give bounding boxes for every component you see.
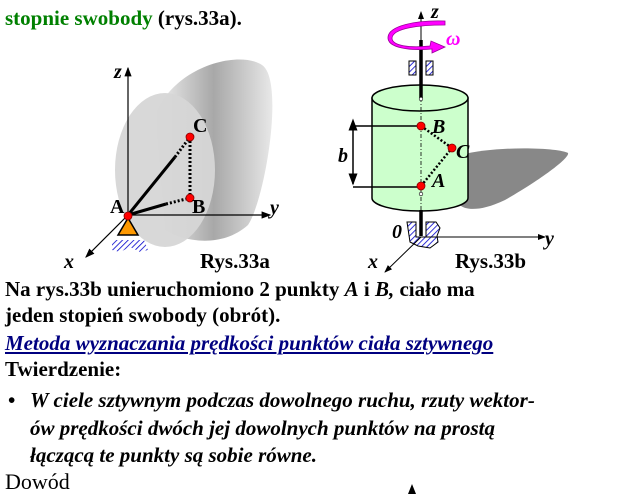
bearing-right <box>425 60 434 76</box>
axis-x-line <box>85 214 129 258</box>
axis-x-label: x <box>367 251 378 273</box>
axis-y-label: y <box>543 228 554 250</box>
figure-a-caption: Rys.33a <box>200 249 270 273</box>
point-a-label: A <box>430 170 445 192</box>
bottom-bearing <box>406 221 441 249</box>
origin-label: 0 <box>392 221 402 243</box>
proof-heading: Dowód <box>5 469 70 494</box>
point-a-label: A <box>110 196 125 218</box>
support-triangle <box>116 216 140 236</box>
shaft-end-top <box>418 96 424 102</box>
paragraph-text: ciało ma <box>394 277 475 301</box>
paragraph-line-2: jeden stopień swobody (obrót). <box>5 303 281 327</box>
theorem-line-1: W ciele sztywnym podczas dowolnego ruchu… <box>30 388 535 412</box>
point-c-dot <box>185 132 195 142</box>
point-b-label: B <box>431 116 445 138</box>
degrees-of-freedom-text: stopnie swobody <box>5 6 153 30</box>
paragraph-text: Na rys.33b unieruchomiono 2 punkty <box>5 277 345 301</box>
header-line: stopnie swobody (rys.33a). <box>5 6 242 30</box>
point-a-ref: A <box>344 277 359 301</box>
cylinder-shadow <box>460 148 569 209</box>
theorem-heading: Twierdzenie: <box>5 357 122 381</box>
segment-ab <box>127 202 167 217</box>
point-a-dot <box>416 181 426 191</box>
rotation-arrow <box>387 20 446 54</box>
point-b-label: B <box>192 196 205 218</box>
bearing-left <box>408 60 417 76</box>
axis-z-label: z <box>113 61 122 83</box>
theorem-bullet: • <box>8 388 16 412</box>
point-c-dot <box>447 143 457 153</box>
mouse-cursor-icon <box>408 484 416 494</box>
theorem-line-2: ów prędkości dwóch jej dowolnych punktów… <box>30 416 495 440</box>
omega-label: ω <box>446 28 460 50</box>
paragraph-text: i <box>358 277 375 301</box>
hatched-ground <box>112 240 148 252</box>
figure-a: z y x A B C Rys.33a <box>63 59 279 273</box>
axis-z-label: z <box>430 1 439 23</box>
figure-b-caption: Rys.33b <box>455 249 526 273</box>
figure-b: ω z y x 0 b B C A Rys.33b <box>338 1 569 273</box>
point-b-dot <box>185 193 195 203</box>
axis-x-line <box>384 236 422 273</box>
figure-reference: (rys.33a). <box>157 6 242 30</box>
point-b-ref: B, <box>374 277 395 301</box>
theorem-line-3: łączącą te punkty są sobie równe. <box>30 443 317 467</box>
segment-ac <box>126 156 177 216</box>
shaft-end-bottom <box>418 191 424 197</box>
method-link[interactable]: Metoda wyznaczania prędkości punktów cia… <box>5 331 494 355</box>
point-a-dot <box>123 211 133 221</box>
point-b-dot <box>416 121 426 131</box>
point-c-label: C <box>193 115 207 137</box>
paragraph-line-1: Na rys.33b unieruchomiono 2 punkty A i B… <box>5 277 475 301</box>
point-c-label: C <box>456 141 470 163</box>
segment-ac-dotted <box>420 147 453 187</box>
dimension-b-label: b <box>338 145 348 167</box>
axis-x-label: x <box>63 251 74 273</box>
axis-y-label: y <box>268 197 279 219</box>
